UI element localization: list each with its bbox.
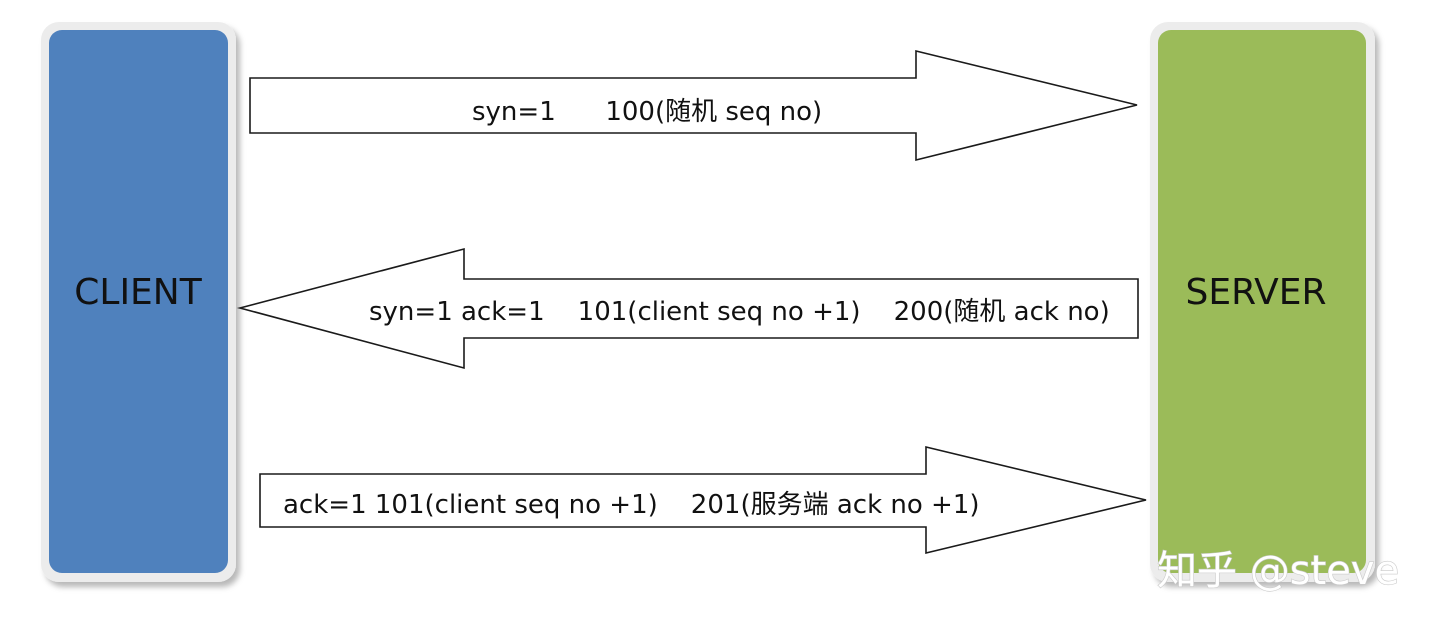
server-label: SERVER (1185, 272, 1326, 313)
server-box (1158, 30, 1366, 573)
syn-ack-arrow-shape (236, 247, 1139, 370)
ack-arrow-shape (259, 445, 1147, 555)
client-label: CLIENT (74, 272, 202, 313)
syn-ack-arrow-label: syn=1 ack=1 101(client seq no +1) 200(随机… (369, 297, 1110, 327)
ack-arrow-label: ack=1 101(client seq no +1) 201(服务端 ack … (283, 490, 980, 520)
syn-ack-arrow: syn=1 ack=1 101(client seq no +1) 200(随机… (236, 247, 1139, 370)
client-node: CLIENT (41, 22, 236, 582)
syn-arrow-label: syn=1 100(随机 seq no) (472, 97, 822, 127)
ack-arrow: ack=1 101(client seq no +1) 201(服务端 ack … (259, 445, 1147, 555)
syn-arrow: syn=1 100(随机 seq no) (249, 49, 1138, 162)
server-node: SERVER (1150, 22, 1375, 582)
watermark-text: 知乎 @steve (1157, 548, 1399, 594)
client-box (49, 30, 228, 573)
syn-arrow-shape (249, 49, 1138, 162)
